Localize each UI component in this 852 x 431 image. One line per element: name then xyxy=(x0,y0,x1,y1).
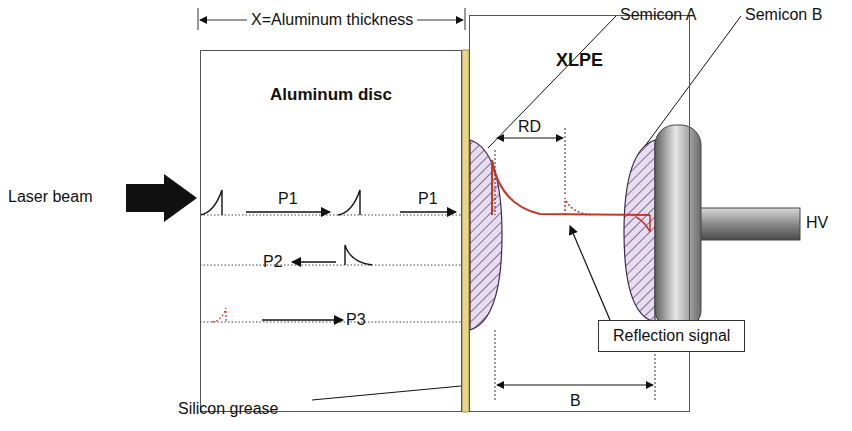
pulse-name: P3 xyxy=(346,311,366,329)
node-label: Reflection signal xyxy=(613,327,730,345)
xlpe-sample: XLPE xyxy=(469,15,690,412)
node-label: Aluminum disc xyxy=(201,85,461,105)
part-name: Laser beam xyxy=(8,188,93,206)
part-name: Semicon B xyxy=(745,6,822,24)
pulse-name: P2 xyxy=(263,253,283,271)
dimension-label: RD xyxy=(518,118,541,136)
pulse-name: P1 xyxy=(418,190,438,208)
part-name: Silicon grease xyxy=(178,400,279,418)
dimension-label: X=Aluminum thickness xyxy=(247,11,417,29)
pulse-name: P1 xyxy=(278,190,298,208)
part-name: Semicon A xyxy=(620,6,696,24)
terminal-name: HV xyxy=(806,214,828,232)
dimension-label: B xyxy=(570,392,581,410)
callout-box: Reflection signal xyxy=(598,320,745,352)
aluminum-disc: Aluminum disc xyxy=(200,50,462,412)
node-label: XLPE xyxy=(470,50,689,71)
